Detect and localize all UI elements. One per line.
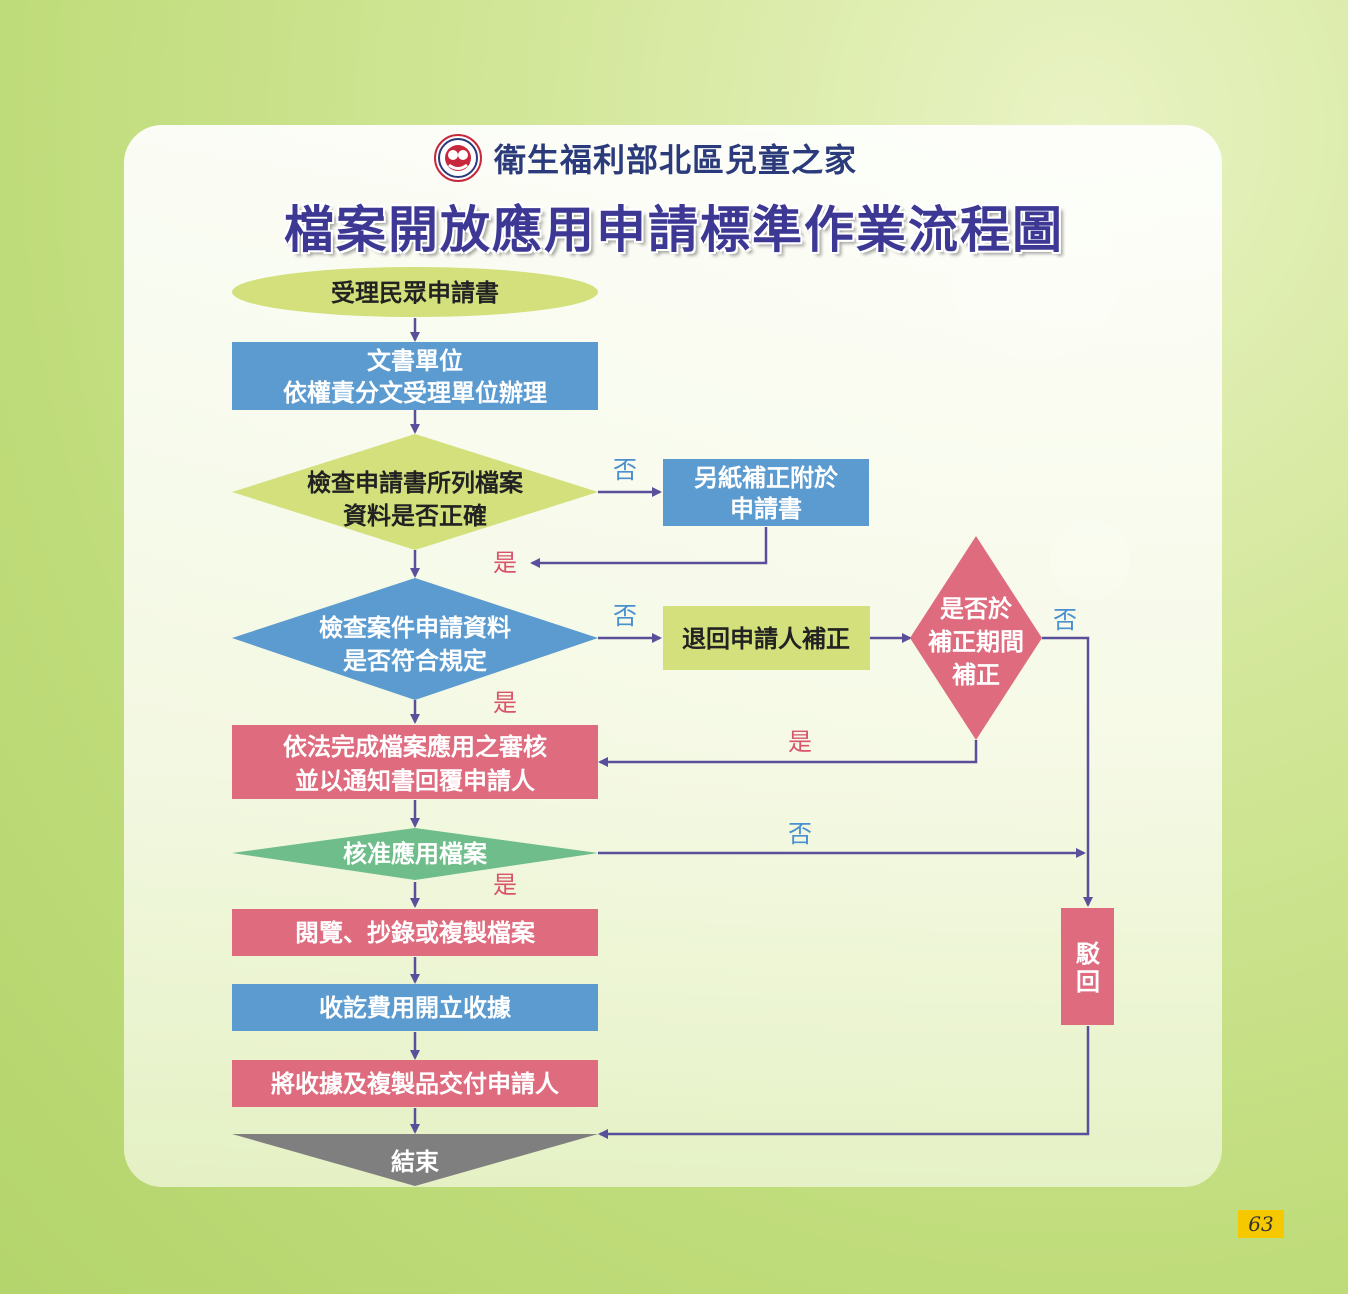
- decision-check-list: 檢查申請書所列檔案 資料是否正確: [232, 434, 598, 550]
- connector: [1042, 636, 1093, 907]
- node-end: 結束: [232, 1134, 598, 1186]
- connector: [530, 527, 768, 568]
- decision-in-period-line3: 補正: [951, 661, 1000, 689]
- node-reject-line2: 回: [1076, 968, 1100, 996]
- label-yes-in-period: 是: [788, 728, 812, 756]
- node-supplement-line1: 另紙補正附於: [694, 464, 839, 492]
- decision-check-list-line2: 資料是否正確: [343, 502, 487, 530]
- node-fee: 收訖費用開立收據: [232, 984, 598, 1031]
- label-yes-check-rules: 是: [493, 689, 517, 717]
- node-deliver-label: 將收據及複製品交付申請人: [271, 1070, 559, 1098]
- organization-logo: [434, 134, 482, 182]
- label-no-approve: 否: [788, 820, 812, 848]
- decision-in-period-line2: 補正期間: [927, 628, 1024, 656]
- decision-in-period-line1: 是否於: [940, 595, 1013, 623]
- node-return-applicant-label: 退回申請人補正: [682, 625, 850, 653]
- node-review: 依法完成檔案應用之審核 並以通知書回覆申請人: [232, 725, 598, 799]
- flow-connectors: [410, 318, 1093, 1139]
- node-document-unit-line1: 文書單位: [367, 347, 463, 375]
- node-supplement: 另紙補正附於 申請書: [663, 459, 869, 526]
- organization-header: 衛生福利部北區兒童之家: [434, 132, 857, 184]
- node-supplement-line2: 申請書: [730, 495, 802, 523]
- organization-name: 衛生福利部北區兒童之家: [494, 141, 858, 179]
- page-number: 63: [1238, 1210, 1284, 1238]
- node-return-applicant: 退回申請人補正: [663, 606, 870, 670]
- decision-in-period: 是否於 補正期間 補正: [910, 536, 1042, 740]
- decision-check-rules-line1: 檢查案件申請資料: [319, 614, 511, 642]
- decision-check-rules: 檢查案件申請資料 是否符合規定: [232, 578, 598, 700]
- label-yes-approve: 是: [493, 871, 517, 899]
- node-review-line2: 並以通知書回覆申請人: [295, 767, 535, 795]
- decision-check-list-line1: 檢查申請書所列檔案: [307, 469, 524, 497]
- node-start-label: 受理民眾申請書: [331, 279, 499, 307]
- node-start: 受理民眾申請書: [232, 267, 598, 317]
- node-read-copy-label: 閱覽、抄錄或複製檔案: [295, 919, 536, 947]
- node-fee-label: 收訖費用開立收據: [319, 994, 512, 1022]
- decision-check-rules-line2: 是否符合規定: [343, 647, 487, 675]
- label-yes-check-list: 是: [493, 549, 517, 577]
- node-end-label: 結束: [391, 1148, 440, 1176]
- label-no-check-rules: 否: [613, 602, 637, 630]
- node-reject-line1: 駁: [1076, 940, 1100, 968]
- node-document-unit: 文書單位 依權責分文受理單位辦理: [232, 342, 598, 410]
- branch-labels: 否 是 否 是 否 是 否 是: [493, 456, 1077, 899]
- node-review-line1: 依法完成檔案應用之審核: [283, 733, 547, 761]
- label-no-check-list: 否: [613, 456, 637, 484]
- label-no-in-period: 否: [1053, 606, 1077, 634]
- decision-approve-label: 核准應用檔案: [343, 840, 488, 868]
- page-title: 檔案開放應用申請標準作業流程圖: [284, 201, 1064, 259]
- connector: [598, 1026, 1090, 1139]
- decision-approve: 核准應用檔案: [232, 828, 598, 880]
- node-document-unit-line2: 依權責分文受理單位辦理: [283, 379, 547, 407]
- node-deliver: 將收據及複製品交付申請人: [232, 1060, 598, 1107]
- node-reject: 駁 回: [1061, 908, 1114, 1025]
- node-read-copy: 閱覽、抄錄或複製檔案: [232, 909, 598, 956]
- connector: [598, 740, 978, 767]
